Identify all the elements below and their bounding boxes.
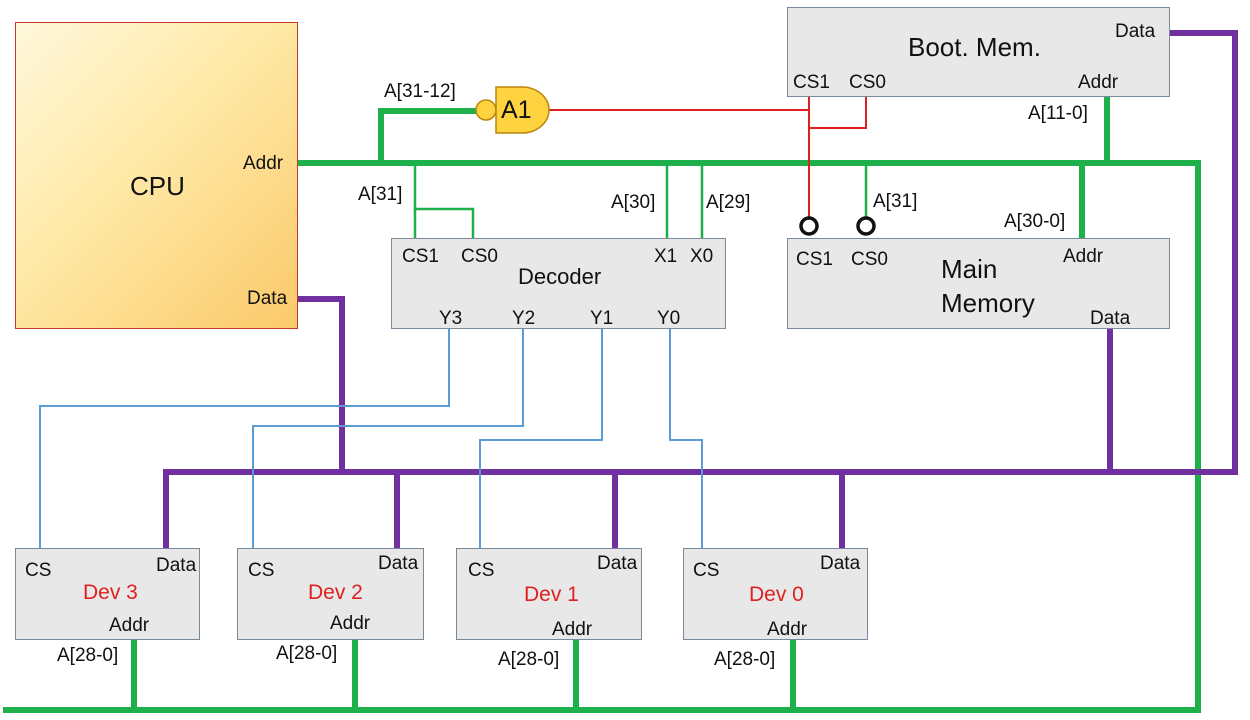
main-memory-block: CS1 CS0 Main Memory Addr Data: [787, 238, 1170, 329]
data-bus: [163, 30, 1238, 551]
decoder-x1-port: X1: [654, 246, 678, 267]
boot-mem-cs0-port: CS0: [849, 72, 886, 93]
dev3-data-port: Data: [156, 555, 197, 576]
main-mem-cs0-input-label: A[31]: [873, 191, 918, 212]
y1-select-line: [479, 328, 603, 549]
decoder-title: Decoder: [518, 264, 602, 289]
enable-lines: [547, 96, 867, 219]
dev1-cs-port: CS: [468, 560, 495, 581]
decoder-y2-port: Y2: [512, 308, 536, 329]
decoder-cs0-port: CS0: [461, 246, 498, 267]
main-mem-cs0-port: CS0: [851, 249, 888, 270]
gate-inversion-bubble: [475, 99, 497, 121]
decoder-y3-port: Y3: [439, 308, 463, 329]
data-bus-cpu: [295, 296, 345, 473]
dev3-cs-port: CS: [25, 560, 52, 581]
boot-mem-title: Boot. Mem.: [908, 32, 1041, 62]
gate-label: A1: [501, 96, 532, 124]
device-0-block: CS Data Dev 0 Addr: [683, 548, 868, 640]
decoder-block: Decoder CS1 CS0 X1 X0 Y3 Y2 Y1 Y0: [391, 238, 726, 329]
dev1-addr-port: Addr: [552, 619, 593, 640]
decoder-y0-port: Y0: [657, 308, 681, 329]
dev0-addr-port: Addr: [767, 619, 808, 640]
main-mem-addr-port: Addr: [1063, 246, 1104, 267]
decoder-cs-input-label: A[31]: [358, 184, 403, 205]
gate-input-label: A[31-12]: [384, 81, 456, 102]
y0-select-line: [669, 328, 703, 549]
device-2-block: CS Data Dev 2 Addr: [237, 548, 424, 640]
address-bus-main: [3, 160, 1201, 713]
dev0-data-port: Data: [820, 553, 861, 574]
dev1-data-port: Data: [597, 553, 638, 574]
boot-mem-data-port: Data: [1115, 21, 1156, 42]
dev2-title: Dev 2: [308, 581, 363, 604]
data-bus-main: [163, 30, 1238, 551]
decoder-x0-input-label: A[29]: [706, 192, 751, 213]
dev0-addr-bus-label: A[28-0]: [714, 649, 776, 670]
select-lines: [39, 328, 703, 549]
decoder-x0-port: X0: [690, 246, 714, 267]
cpu-data-port: Data: [247, 288, 288, 309]
main-mem-addr-bus-label: A[30-0]: [1004, 211, 1066, 232]
main-mem-title-line1: Main: [941, 254, 998, 284]
address-bus-gate-input: [378, 108, 479, 166]
boot-mem-cs0-line: [808, 96, 867, 129]
cpu-title: CPU: [130, 171, 185, 201]
address-taps: [413, 161, 868, 240]
decoder-x1-input-label: A[30]: [611, 192, 656, 213]
cs1-inversion-bubble: [799, 216, 819, 236]
boot-mem-addr-bus-label: A[11-0]: [1028, 103, 1088, 124]
y2-select-line: [252, 328, 524, 549]
dev0-cs-port: CS: [693, 560, 720, 581]
device-1-block: CS Data Dev 1 Addr: [456, 548, 642, 640]
cpu-addr-port: Addr: [243, 153, 284, 174]
dev0-title: Dev 0: [749, 583, 804, 606]
dev3-addr-port: Addr: [109, 615, 150, 636]
cs0-inversion-bubble: [856, 216, 876, 236]
main-mem-data-port: Data: [1090, 308, 1131, 329]
device-3-block: CS Data Dev 3 Addr: [15, 548, 200, 640]
boot-mem-addr-port: Addr: [1078, 72, 1119, 93]
boot-mem-cs1-port: CS1: [793, 72, 830, 93]
dev1-addr-bus-label: A[28-0]: [498, 649, 560, 670]
main-mem-cs1-port: CS1: [796, 249, 833, 270]
dev2-addr-port: Addr: [330, 613, 371, 634]
boot-memory-block: Boot. Mem. Data Addr CS1 CS0: [787, 7, 1170, 97]
y3-select-line: [39, 328, 450, 549]
decoder-cs0-tap: [413, 207, 475, 240]
dev3-title: Dev 3: [83, 581, 138, 604]
dev2-addr-bus-label: A[28-0]: [276, 643, 338, 664]
cpu-block: CPU Addr Data: [15, 22, 298, 329]
main-mem-title-line2: Memory: [941, 288, 1035, 318]
dev3-addr-bus-label: A[28-0]: [57, 645, 119, 666]
dev2-data-port: Data: [378, 553, 419, 574]
dev1-title: Dev 1: [524, 583, 579, 606]
decoder-y1-port: Y1: [590, 308, 614, 329]
and-gate-a1: [495, 86, 550, 134]
dev2-cs-port: CS: [248, 560, 275, 581]
decoder-cs1-port: CS1: [402, 246, 439, 267]
address-bus: [3, 94, 1201, 713]
